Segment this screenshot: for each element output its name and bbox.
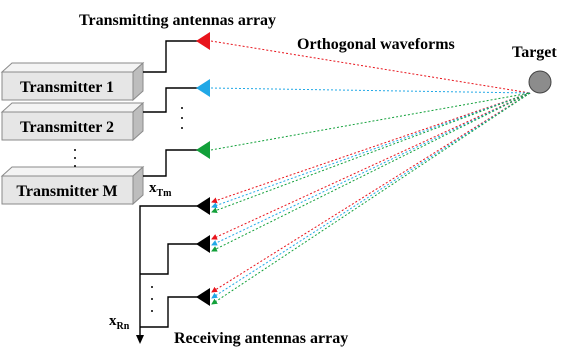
txm-feed-line [143, 149, 198, 177]
tx1-feed-line [143, 40, 198, 73]
tx2-path [210, 87, 531, 94]
tx2-feed-line [143, 87, 198, 113]
tx-antenna-1 [196, 32, 210, 50]
transmitter-m-label: Transmitter M [16, 183, 117, 200]
rx-output-arrow [136, 335, 144, 344]
target-label: Target [512, 44, 557, 61]
xrn-label: xRn [109, 313, 130, 332]
rx1-return-paths [211, 92, 531, 214]
rx-antenna-1 [196, 197, 210, 215]
rx-antenna-n [196, 288, 210, 306]
rx-antenna-2 [196, 235, 210, 253]
rx2-feed-line [140, 243, 198, 275]
xtm-label: xTm [149, 180, 172, 199]
rx-array-title: Receiving antennas array [174, 330, 348, 347]
rx-bus-line [139, 205, 198, 338]
tx-antenna-m [196, 141, 210, 159]
tx1-path [210, 40, 531, 94]
rxn-return-paths [211, 92, 531, 305]
rxn-feed-line [140, 296, 198, 328]
tx-antenna-ellipsis [181, 107, 183, 129]
tx-antenna-2 [196, 79, 210, 97]
transmitter-1-label: Transmitter 1 [20, 79, 114, 96]
txm-path [210, 92, 531, 151]
transmitter-ellipsis [74, 149, 76, 167]
waveforms-title: Orthogonal waveforms [297, 36, 455, 53]
tx-array-title: Transmitting antennas array [79, 12, 276, 29]
transmitter-1-box: Transmitter 1 [0, 61, 145, 102]
rx2-return-paths [211, 92, 531, 252]
transmitter-2-label: Transmitter 2 [20, 119, 114, 136]
transmitter-2-box: Transmitter 2 [0, 101, 145, 142]
rx-antenna-ellipsis [151, 286, 153, 312]
transmitter-m-box: Transmitter M [0, 165, 145, 206]
target-circle [528, 70, 552, 94]
